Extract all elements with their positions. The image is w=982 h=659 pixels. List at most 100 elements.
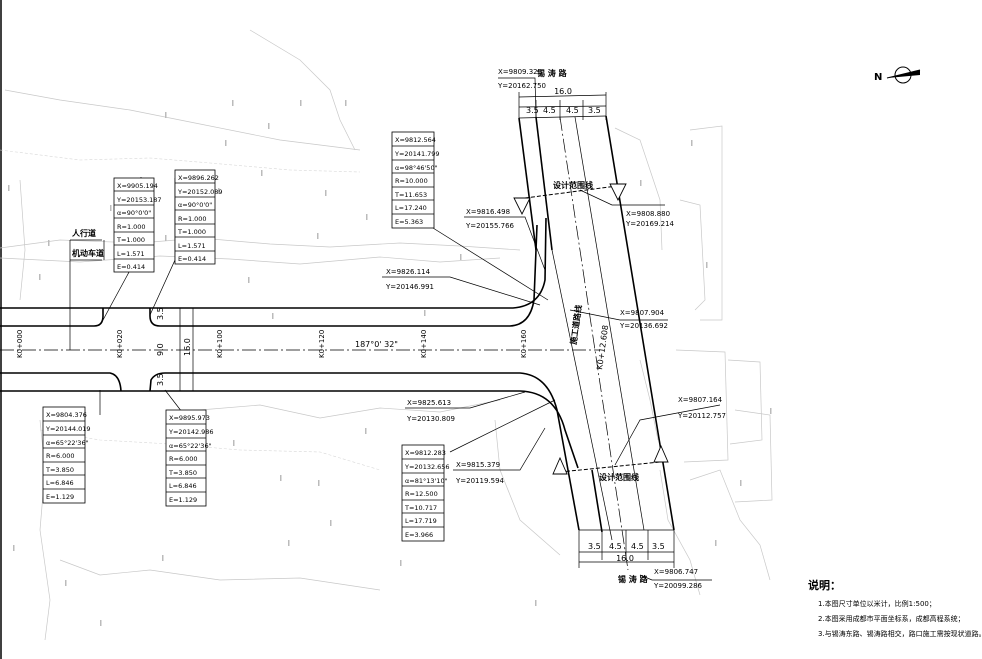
coord-mid-b-y: Y=20136.692 [619,322,668,330]
c1-row-3: R=1.000 [117,223,146,231]
north-arrow-icon: N [874,66,921,84]
dim-bottom-total: 16.0 [616,554,634,563]
c2-row-4: T=1.000 [177,228,206,236]
design-boundary-bottom-label: 设计范围线 [599,472,639,482]
cross-road [518,115,675,571]
c5-row-3: R=6.000 [169,455,198,463]
dim-top-p2: 4.5 [543,106,556,115]
chainage-2: K0+100 [216,330,224,358]
design-boundary-top-label: 设计范围线 [553,180,593,190]
coord-top-b-y: Y=20155.766 [465,222,515,230]
c2-row-5: L=1.571 [178,242,206,250]
c6-row-3: R=12.500 [405,490,438,498]
chainage-3: K0+120 [318,330,326,358]
c4-row-1: Y=20144.019 [45,425,91,433]
coord-low-c-y: Y=20112.757 [677,412,726,420]
coord-low-a-y: Y=20130.809 [406,415,455,423]
dim-top-p1: 3.5 [526,106,539,115]
note-1: 1.本图尺寸单位以米计，比例1:500； [818,599,936,608]
curve-table-4: X=9804.376 Y=20144.019 α=65°22'36" R=6.0… [42,406,91,504]
c6-row-2: α=81°13'10" [405,477,448,485]
chainage-0: K0+000 [16,330,24,358]
c2-row-6: E=0.414 [178,255,206,263]
c5-row-6: E=1.129 [169,496,197,504]
coord-low-a-x: X=9825.613 [407,399,451,407]
dim-road-16: 16.0 [183,338,192,356]
coord-mid-a-x: X=9826.114 [386,268,431,276]
c3-row-1: Y=20141.799 [394,150,440,158]
dim-bot-p4: 3.5 [652,542,665,551]
coord-top-a-y: Y=20162.750 [497,82,546,90]
c3-row-2: α=98°46'50" [395,164,438,172]
road-bottom-name: 锡 涛 路 [618,574,649,584]
c6-row-5: L=17.719 [405,517,437,525]
main-road [0,217,600,471]
top-dimensions: 16.0 3.5 4.5 4.5 3.5 [518,87,607,120]
survey-marks [8,100,772,626]
main-road-labels: 3.5 3.5 9.0 16.0 187°0' 32" K0+000 K0+02… [16,228,528,386]
chainage-1: K0+020 [116,330,124,358]
coord-top-c-x: X=9808.880 [626,210,670,218]
c3-row-0: X=9812.564 [395,136,436,144]
coord-top-a-x: X=9809.329 [498,68,542,76]
c1-row-4: T=1.000 [116,236,145,244]
coord-low-b-x: X=9815.379 [456,461,500,469]
c2-row-1: Y=20152.089 [177,188,223,196]
c5-row-1: Y=20142.986 [168,428,214,436]
note-2: 2.本图采用成都市平面坐标系，成都高程系统； [818,614,965,623]
c4-row-0: X=9804.376 [46,411,87,419]
dim-top-total: 16.0 [554,87,572,96]
curve-table-3: X=9812.564 Y=20141.799 α=98°46'50" R=10.… [391,131,440,229]
c2-row-3: R=1.000 [178,215,207,223]
dim-road-9: 9.0 [156,343,165,356]
bottom-dimensions: 3.5 4.5 4.5 3.5 16.0 [578,530,675,568]
curve-table-6: X=9812.283 Y=20132.656 α=81°13'10" R=12.… [401,444,450,542]
coord-low-c-x: X=9807.164 [678,396,723,404]
c3-row-4: T=11.653 [394,191,427,199]
design-boundary-top-line [524,185,618,199]
c6-row-6: E=3.966 [405,531,433,539]
coord-top-b-x: X=9816.498 [466,208,510,216]
c6-row-0: X=9812.283 [405,449,446,457]
design-boundary-bottom-line [559,461,661,473]
dim-top-p3: 4.5 [566,106,579,115]
c2-row-2: α=90°0'0" [178,201,212,209]
c1-row-5: L=1.571 [117,250,145,258]
note-3: 3.与锡涛东路、锡涛路相交，路口施工需按现状道路。 [818,629,982,638]
c3-row-5: L=17.240 [395,204,427,212]
c4-row-2: α=65°22'36" [46,439,89,447]
c5-row-2: α=65°22'36" [169,442,212,450]
road-top-name: 锡 涛 路 [537,68,568,78]
c6-row-4: T=10.717 [404,504,437,512]
curve-table-2: X=9896.262 Y=20152.089 α=90°0'0" R=1.000… [174,169,223,265]
c1-row-1: Y=20153.187 [116,196,162,204]
boundary-arrows [513,183,669,475]
label-sidewalk: 人行道 [72,228,96,238]
c4-row-3: R=6.000 [46,452,75,460]
c3-row-6: E=5.363 [395,218,423,226]
curve-table-1: X=9905.194 Y=20153.187 α=90°0'0" R=1.000… [113,177,162,273]
dim-side-lower: 3.5 [156,373,165,386]
c2-row-0: X=9896.262 [178,174,219,182]
dim-bot-p1: 3.5 [588,542,601,551]
chainage-5: K0+160 [520,330,528,358]
c1-row-2: α=90°0'0" [117,209,151,217]
c5-row-5: L=6.846 [169,482,197,490]
bearing-label: 187°0' 32" [355,340,398,349]
dim-side-upper: 3.5 [156,307,165,320]
c3-row-3: R=10.000 [395,177,428,185]
coordinate-leaders [99,77,721,581]
coord-mid-a-y: Y=20146.991 [385,283,434,291]
dim-top-p4: 3.5 [588,106,601,115]
c1-row-6: E=0.414 [117,263,145,271]
c5-row-0: X=9895.973 [169,414,210,422]
chainage-4: K0+140 [420,330,428,358]
c5-row-4: T=3.850 [168,469,197,477]
coord-low-b-y: Y=20119.594 [455,477,505,485]
c6-row-1: Y=20132.656 [404,463,450,471]
notes-block: 说明： 1.本图尺寸单位以米计，比例1:500； 2.本图采用成都市平面坐标系，… [808,578,982,638]
dim-bot-p2: 4.5 [609,542,622,551]
c4-row-6: E=1.129 [46,493,74,501]
coordinate-labels: X=9809.329 Y=20162.750 X=9816.498 Y=2015… [385,68,726,590]
